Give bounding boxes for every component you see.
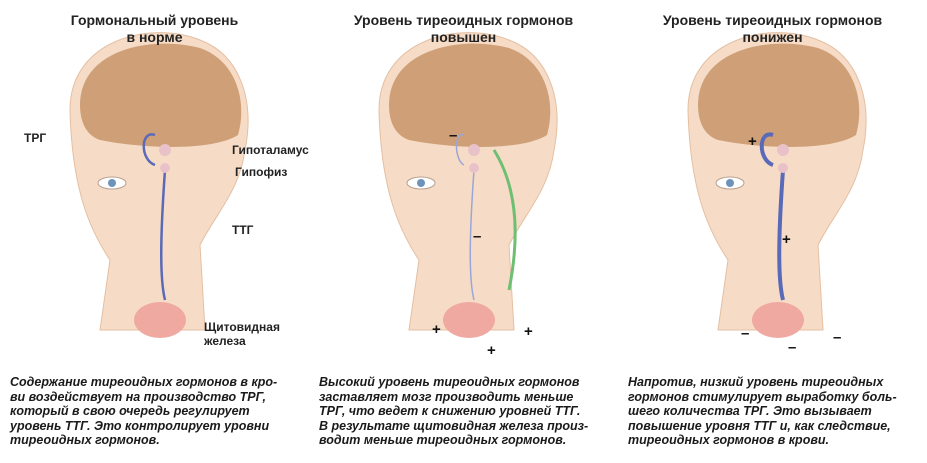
ttg-arrow bbox=[160, 169, 167, 301]
label-hypothalamus: Гипоталамус bbox=[232, 143, 309, 157]
panel-caption: Высокий уровень тиреоидных гормонов заст… bbox=[319, 375, 589, 447]
pituitary-mark bbox=[160, 163, 170, 173]
panel-high: Уровень тиреоидных гормонов повышен – – … bbox=[309, 0, 618, 463]
brain-shape bbox=[80, 43, 242, 147]
head-illustration-low bbox=[687, 32, 867, 338]
panel-low: Уровень тиреоидных гормонов понижен + + … bbox=[618, 0, 927, 463]
sign-output-left: – bbox=[741, 325, 750, 342]
trg-arrow bbox=[455, 133, 465, 166]
label-pituitary: Гипофиз bbox=[235, 165, 288, 179]
label-thyroid: Щитовидная железа bbox=[204, 320, 280, 348]
sign-output-right: – bbox=[833, 329, 842, 346]
hypothalamus-mark bbox=[777, 144, 789, 156]
head-illustration-high bbox=[378, 32, 558, 338]
thyroid-gland bbox=[752, 302, 804, 338]
sign-ttg: – bbox=[473, 228, 482, 245]
label-ttg: ТТГ bbox=[232, 223, 254, 237]
sign-trg: – bbox=[449, 127, 458, 144]
sign-output-bottom: – bbox=[788, 339, 797, 356]
ttg-arrow bbox=[469, 169, 475, 301]
feedback-arrow bbox=[492, 149, 517, 291]
thyroid-gland bbox=[134, 302, 186, 338]
sign-output-right: + bbox=[524, 323, 533, 340]
head-illustration-normal bbox=[69, 32, 249, 338]
panel-title: Уровень тиреоидных гормонов понижен bbox=[662, 12, 883, 45]
brain-shape bbox=[389, 43, 551, 147]
hypothalamus-mark bbox=[159, 144, 171, 156]
panel-caption: Содержание тиреоидных гормонов в кро- ви… bbox=[10, 375, 278, 447]
sign-output-bottom: + bbox=[487, 342, 496, 359]
trg-arrow bbox=[142, 133, 156, 167]
trg-arrow bbox=[759, 132, 774, 167]
panel-normal: Гормональный уровень в норме ТРГ Гипотал… bbox=[0, 0, 309, 463]
sign-ttg: + bbox=[782, 231, 791, 248]
pituitary-mark bbox=[778, 163, 788, 173]
sign-trg: + bbox=[748, 133, 757, 150]
hypothalamus-mark bbox=[468, 144, 480, 156]
sign-output-left: + bbox=[432, 321, 441, 338]
panel-caption: Напротив, низкий уровень тиреоидных горм… bbox=[628, 375, 897, 447]
brain-shape bbox=[698, 43, 860, 147]
panel-title: Уровень тиреоидных гормонов повышен bbox=[353, 12, 574, 45]
panel-title: Гормональный уровень в норме bbox=[70, 12, 239, 45]
pituitary-mark bbox=[469, 163, 479, 173]
label-trg: ТРГ bbox=[24, 131, 47, 145]
ttg-arrow bbox=[777, 169, 785, 301]
thyroid-gland bbox=[443, 302, 495, 338]
